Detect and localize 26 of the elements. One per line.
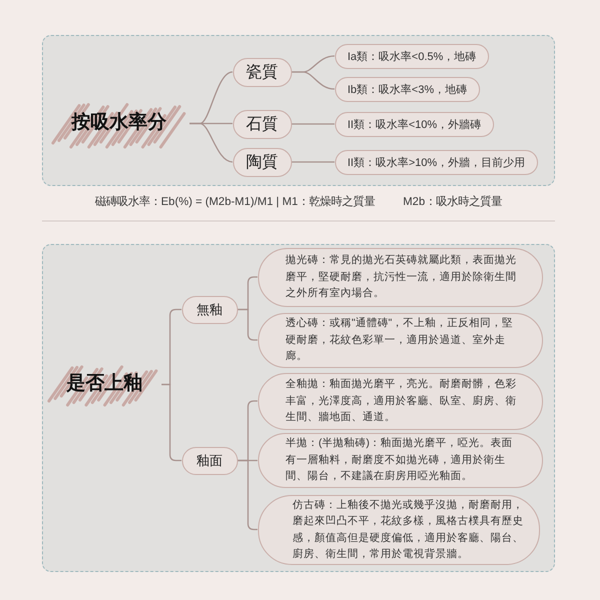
description-box: 透心磚：或稱"通體磚"，不上釉，正反相同，堅硬耐磨，花紋色彩單一，適用於過道、室外走廊。 <box>258 312 542 368</box>
category-pill: 瓷質 <box>232 58 292 86</box>
class-pill: II類：吸水率<10%，外牆磚 <box>334 112 494 136</box>
class-pill: Ia類：吸水率<0.5%，地磚 <box>334 44 490 68</box>
class-pill: Ib類：吸水率<3%，地磚 <box>334 76 480 102</box>
section-panel <box>42 244 555 572</box>
category-pill: 石質 <box>232 110 292 138</box>
connector-line <box>190 122 233 163</box>
connector-line <box>238 308 258 341</box>
category-pill: 無釉 <box>182 296 238 324</box>
section-panel <box>42 35 555 186</box>
description-box: 全釉拋：釉面拋光磨平，亮光。耐磨耐髒，色彩丰富，光澤度高，適用於客廳、臥室、廚房、衛生間、牆地面、通道。 <box>258 372 542 430</box>
class-pill: II類：吸水率>10%，外牆，目前少用 <box>334 150 538 174</box>
category-title: 按吸水率分 <box>72 112 166 135</box>
formula-note: 磁磚吸水率：Eb(%) = (M2b-M1)/M1 | M1：乾燥時之質量 <box>95 195 375 210</box>
description-box: 仿古磚：上釉後不拋光或幾乎沒拋，耐磨耐用，磨起來凹凸不平，花紋多樣，風格古樸具有歷史感，顏值高但是硬度偏低，適用於客廳、陽台、廚房、衛生間，常用於電視背景牆。 <box>258 494 540 564</box>
category-title: 是否上釉 <box>66 373 142 396</box>
connector-line <box>292 71 335 90</box>
category-pill: 釉面 <box>182 446 238 474</box>
category-pill: 陶質 <box>232 148 292 176</box>
connector-line <box>292 161 334 163</box>
description-box: 拋光磚：常見的拋光石英磚就屬此類，表面拋光磨平，堅硬耐磨，抗污性一流，適用於除衛生間之外所有室內場合。 <box>258 248 542 306</box>
formula-note: M2b：吸水時之質量 <box>403 195 502 210</box>
connector-line <box>292 123 334 125</box>
description-box: 半拋：(半拋釉磚)：釉面拋光磨平，啞光。表面有一層釉料，耐磨度不如拋光磚，適用於衛生間、陽台，不建議在廚房用啞光釉面。 <box>258 432 542 488</box>
connector-line <box>238 460 258 530</box>
